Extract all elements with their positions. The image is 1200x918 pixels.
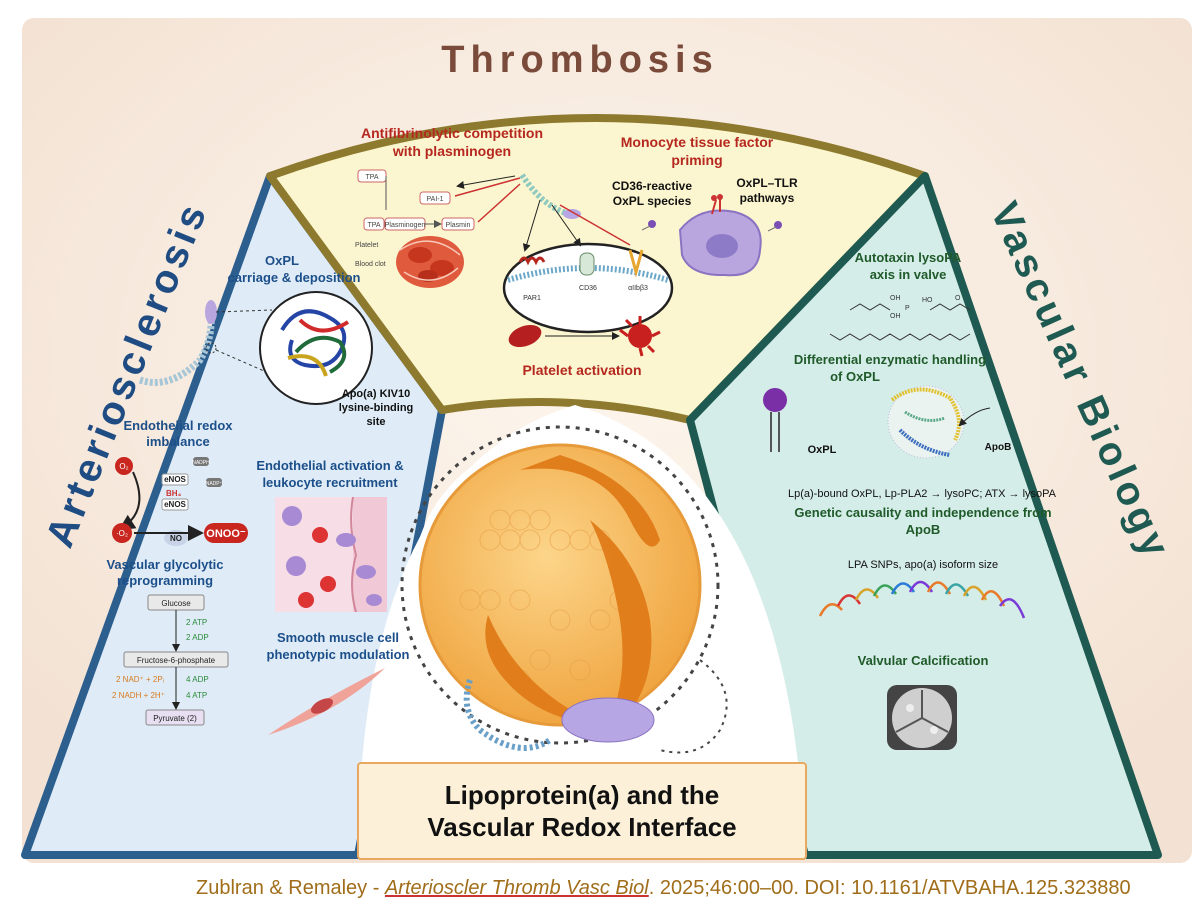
tpa2-label: TPA: [367, 222, 380, 229]
smooth-muscle-line-1: Smooth muscle cell: [277, 630, 399, 645]
tpa-label: TPA: [365, 174, 378, 181]
redox-line-2: imbalance: [146, 434, 210, 449]
oxpl-label: OxPL: [808, 444, 837, 456]
cd36-line-2: OxPL species: [613, 194, 692, 208]
apoa-kiv10-line-1: Apo(a) KIV10: [342, 388, 410, 400]
cd36-line-1: CD36-reactive: [612, 179, 692, 193]
platelet-activation-label: Platelet activation: [522, 362, 641, 378]
bh4-label: BH₄: [166, 489, 182, 498]
autotaxin-line-2: axis in valve: [870, 267, 947, 282]
valvular-calcification-label: Valvular Calcification: [858, 653, 989, 668]
pai-label: PAI-1: [427, 196, 444, 203]
redox-illustration: O₂ eNOS BH₄ eNOS NADPH NADP⁺ ·O₂ NO ONOO…: [112, 457, 248, 546]
apoa-kiv10-line-3: site: [367, 416, 386, 428]
tlr-line-2: pathways: [740, 191, 795, 205]
apoa-chain-thrombosis: [519, 173, 581, 219]
enos2-label: eNOS: [164, 500, 186, 509]
enzymatic-line-1: Differential enzymatic handling: [794, 352, 986, 367]
enzymatic-line-2: of OxPL: [830, 369, 880, 384]
antifibrinolytic-line-2: with plasminogen: [392, 143, 511, 159]
apoa-kiv10-line-2: lysine-binding: [339, 402, 414, 414]
center-title-line-2: Vascular Redox Interface: [427, 812, 737, 842]
platelet-membrane-oval: PAR1 CD36 αIIbβ3: [502, 199, 674, 334]
leukocyte-recruitment-illustration: [275, 496, 387, 613]
chem-ho: HO: [922, 297, 933, 304]
o2-label: O₂: [119, 462, 128, 471]
plasmin-label: Plasmin: [446, 222, 471, 229]
pyruvate-label: Pyruvate (2): [153, 714, 197, 723]
oxpl-phospholipid-icon: [763, 388, 787, 452]
atp2-label: 2 ATP: [186, 618, 207, 627]
glycolytic-line-2: reprogramming: [117, 573, 213, 588]
apob-structure-illustration: [887, 385, 991, 459]
nadph-label: NADPH: [192, 460, 210, 466]
center-title-line-1: Lipoprotein(a) and the: [444, 779, 720, 810]
nadh-label: 2 NADH + 2H⁺: [112, 691, 165, 700]
citation: Zublran & Remaley - Arterioscler Thromb …: [196, 877, 1196, 900]
onoo-label: ONOO⁻: [206, 528, 246, 540]
smooth-muscle-line-2: phenotypic modulation: [267, 647, 410, 662]
chem-oh2: OH: [890, 313, 901, 320]
oxpl-carriage-line-2: carriage & deposition: [228, 270, 361, 285]
thrombosis-title: Thrombosis: [441, 39, 718, 81]
blood-clot-label: Blood clot: [355, 261, 386, 268]
atp4-label: 4 ATP: [186, 691, 207, 700]
chem-p: P: [905, 305, 910, 312]
platelet-cells: [508, 316, 661, 357]
fibrinolysis-diagram: TPA PAI-1 TPA Plasminogen Plasmin Platel…: [355, 169, 521, 268]
platelet-label: Platelet: [355, 242, 378, 249]
center-title-box: Lipoprotein(a) and the Vascular Redox In…: [357, 762, 807, 860]
glycolysis-pathway: Glucose 2 ATP 2 ADP Fructose-6-phosphate…: [112, 594, 229, 726]
snps-text: LPA SNPs, apo(a) isoform size: [848, 559, 998, 571]
genetic-line-1: Genetic causality and independence from: [794, 505, 1051, 520]
citation-journal: Arterioscler Thromb Vasc Biol: [384, 877, 649, 899]
nad-label: 2 NAD⁺ + 2Pᵢ: [116, 675, 164, 684]
oxpl-carriage-illustration: [138, 291, 373, 405]
aortic-valve-illustration: [887, 685, 957, 750]
monocyte-line-1: Monocyte tissue factor: [621, 134, 774, 150]
citation-rest: . 2025;46:00–00. DOI: 10.1161/ATVBAHA.12…: [648, 877, 1131, 899]
smooth-muscle-cell-illustration: [268, 668, 385, 735]
adp4-label: 4 ADP: [186, 675, 209, 684]
plasminogen-label: Plasminogen: [385, 222, 426, 229]
oxpl-carriage-line-1: OxPL: [265, 253, 299, 268]
chem-oh: OH: [890, 295, 901, 302]
antifibrinolytic-line-1: Antifibrinolytic competition: [361, 125, 543, 141]
apob-label: ApoB: [985, 442, 1012, 453]
par1-label: PAR1: [523, 295, 541, 302]
adp2-label: 2 ADP: [186, 633, 209, 642]
tlr-line-1: OxPL–TLR: [736, 176, 798, 190]
lysopa-structure: HO OH P O OH: [829, 295, 971, 341]
apoa-isoform-chain: [818, 580, 1026, 619]
chem-o: O: [955, 295, 961, 302]
glucose-label: Glucose: [161, 599, 191, 608]
o2-radical-label: ·O₂: [116, 529, 128, 538]
redox-line-1: Endothelial redox: [123, 418, 233, 433]
no-label: NO: [170, 534, 182, 543]
enzymatic-pathway-text: Lp(a)-bound OxPL, Lp-PLA2 → lysoPC; ATX …: [788, 488, 1057, 500]
nadp-label: NADP⁺: [206, 481, 223, 487]
genetic-line-2: ApoB: [906, 522, 941, 537]
cd36-receptor-label: CD36: [579, 285, 597, 292]
f6p-label: Fructose-6-phosphate: [137, 656, 216, 665]
activation-line-2: leukocyte recruitment: [262, 475, 398, 490]
enos-label: eNOS: [164, 475, 186, 484]
antifibrinolytic-heading: Antifibrinolytic competition with plasmi…: [361, 125, 543, 159]
integrin-label: αIIbβ3: [628, 285, 648, 292]
monocyte-line-2: priming: [671, 152, 722, 168]
lipoprotein-a-particle: [400, 425, 728, 754]
monocyte-illustration: [641, 194, 782, 277]
blood-clot-illustration: [396, 236, 464, 288]
citation-authors: Zublran & Remaley -: [196, 877, 385, 899]
autotaxin-line-1: Autotaxin lysoPA: [855, 250, 962, 265]
glycolytic-line-1: Vascular glycolytic: [106, 557, 223, 572]
activation-line-1: Endothelial activation &: [256, 458, 403, 473]
